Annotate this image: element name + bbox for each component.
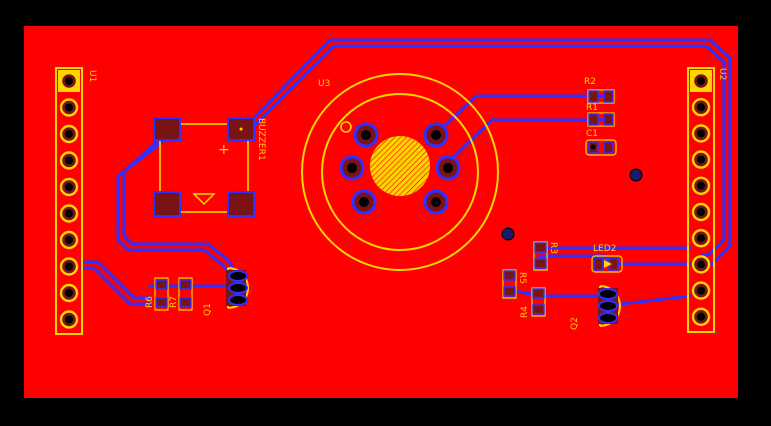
buzzer-triangle-icon — [192, 193, 216, 206]
r7-resistor: R7 — [169, 277, 193, 311]
r5-label: R5 — [517, 272, 527, 284]
pin-drill — [697, 181, 705, 190]
trace-buzzer-left-outer — [116, 138, 234, 282]
pin-drill — [65, 103, 73, 112]
r6-resistor: R6 — [145, 277, 169, 311]
pin-drill — [359, 197, 369, 207]
r3-label: R3 — [548, 242, 558, 254]
trace-buzzer-left-inner — [122, 132, 240, 278]
pin-drill — [65, 183, 73, 191]
trace-q2-to-u2 — [602, 294, 692, 308]
q1-transistor: Q1 — [203, 267, 249, 316]
u3-label: U3 — [318, 79, 330, 89]
r5-resistor: R5 — [502, 269, 527, 299]
r4-resistor: R4 — [520, 287, 546, 318]
pin-drill — [65, 77, 73, 85]
trace-u3-to-r1 — [442, 118, 606, 168]
r3-resistor: R3 — [533, 241, 558, 271]
via — [501, 227, 515, 241]
pin-drill — [697, 312, 705, 321]
trace-buzzer-to-u2-inner — [250, 44, 726, 257]
pin-drill — [65, 156, 73, 165]
pin-drill — [347, 163, 357, 173]
pin-drill — [65, 209, 73, 218]
r7-label: R7 — [169, 296, 179, 308]
pin-drill — [697, 260, 705, 269]
board-outline — [24, 26, 738, 398]
led2: LED2 — [591, 244, 623, 273]
c1-label: C1 — [586, 129, 598, 139]
pin-drill — [697, 234, 705, 243]
pin-drill — [697, 77, 705, 85]
u1-header: U1 — [55, 67, 97, 335]
q2-transistor: Q2 — [570, 285, 621, 330]
u3-sensor: U3 — [301, 73, 499, 271]
buzzer-label: BUZZER1 — [256, 118, 266, 161]
q2-label: Q2 — [570, 317, 580, 330]
u2-label: U2 — [717, 68, 727, 80]
pin-drill — [65, 236, 73, 244]
pin-drill — [65, 262, 73, 271]
r1-resistor: R1 — [586, 103, 615, 127]
pin-drill — [431, 130, 441, 140]
r4-label: R4 — [520, 306, 530, 318]
r2-resistor: R2 — [584, 77, 615, 104]
buzzer-plus-sign: + — [218, 142, 230, 158]
pin-drill — [65, 289, 73, 297]
pin-drill — [65, 315, 73, 324]
via — [629, 168, 643, 182]
pin-drill — [431, 197, 441, 207]
pin-drill — [443, 163, 453, 173]
trace-u1-to-r7 — [80, 266, 152, 306]
r1-label: R1 — [586, 103, 598, 113]
led-arrow-icon — [604, 260, 612, 268]
c1-capacitor: C1 — [585, 129, 617, 156]
u1-label: U1 — [87, 70, 97, 82]
pin-drill — [697, 208, 705, 216]
pin-drill — [697, 103, 705, 112]
pin-drill — [697, 129, 705, 138]
buzzer1: + BUZZER1 — [153, 117, 266, 217]
led2-label: LED2 — [593, 244, 616, 254]
pin-drill — [697, 155, 705, 164]
trace-u1-to-r6 — [80, 260, 152, 300]
pin-drill — [361, 130, 371, 140]
pin-drill — [65, 130, 73, 138]
r2-label: R2 — [584, 77, 596, 87]
trace-buzzer-to-u2-outer — [242, 38, 732, 266]
traces — [80, 38, 732, 308]
q1-label: Q1 — [203, 303, 213, 316]
trace-led-to-u2 — [538, 254, 692, 266]
u2-header: U2 — [687, 67, 727, 333]
pin-drill — [697, 286, 705, 295]
trace-u3-to-r2 — [434, 94, 606, 136]
r6-label: R6 — [145, 296, 155, 308]
